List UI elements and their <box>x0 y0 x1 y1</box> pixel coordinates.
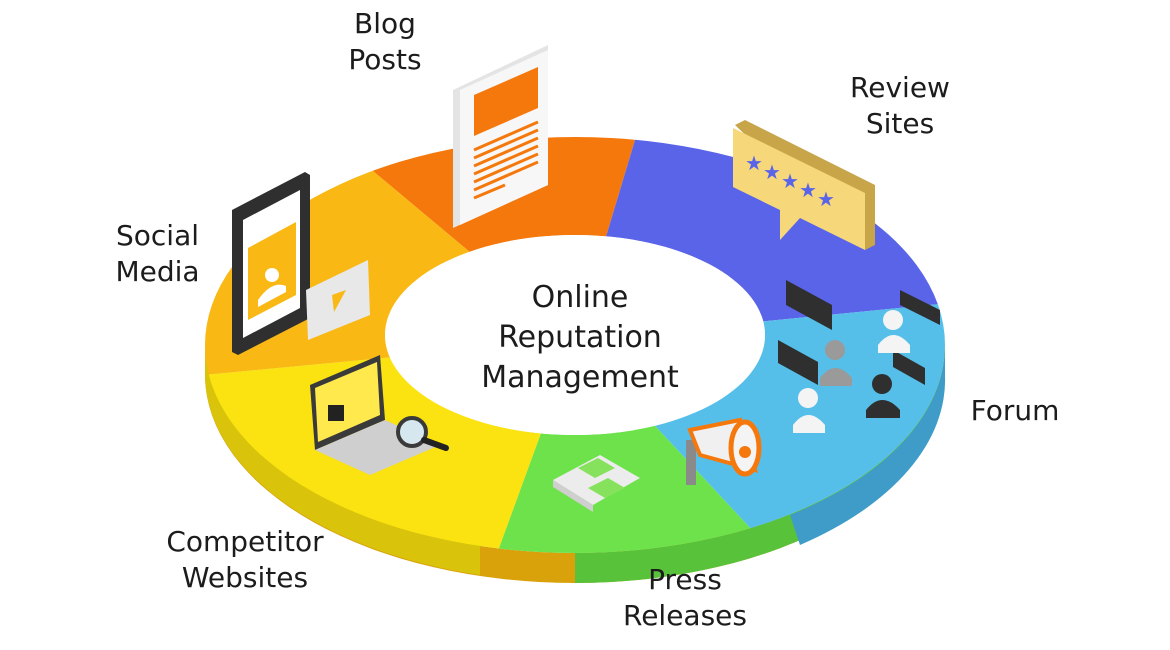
svg-text:★: ★ <box>745 151 763 175</box>
label-line: Press <box>648 563 722 596</box>
label-line: Blog <box>354 7 416 40</box>
label-line: Releases <box>623 599 747 632</box>
label-review-sites: Review Sites <box>835 70 965 142</box>
label-line: Forum <box>970 394 1060 427</box>
chat-users-icon <box>778 280 940 433</box>
svg-text:★: ★ <box>781 169 799 193</box>
svg-text:★: ★ <box>799 178 817 202</box>
label-competitor-websites: Competitor Websites <box>145 524 345 596</box>
label-line: Websites <box>181 561 309 594</box>
label-line: Sites <box>865 107 935 140</box>
label-line: Media <box>115 255 200 288</box>
label-line: Competitor <box>166 525 324 558</box>
laptop-magnifier-icon <box>310 355 449 475</box>
megaphone-newspaper-icon <box>553 417 762 512</box>
label-line: Posts <box>348 43 422 76</box>
label-blog-posts: Blog Posts <box>335 6 435 78</box>
label-line: Review <box>850 71 950 104</box>
label-press-releases: Press Releases <box>605 562 765 634</box>
document-icon <box>453 45 548 228</box>
ring-side <box>205 345 946 583</box>
svg-text:★: ★ <box>763 160 781 184</box>
center-hole <box>385 235 765 435</box>
label-forum: Forum <box>955 393 1075 429</box>
title-line: Online <box>531 280 629 315</box>
star-rating-bubble-icon: ★★★★★ <box>733 120 875 250</box>
title-line: Management <box>481 360 679 395</box>
smartphone-video-icon <box>232 172 370 355</box>
svg-text:★: ★ <box>817 187 835 211</box>
diagram-title: Online Reputation Management <box>420 278 740 398</box>
label-line: Social <box>115 219 199 252</box>
label-social-media: Social Media <box>100 218 215 290</box>
title-line: Reputation <box>498 320 662 355</box>
